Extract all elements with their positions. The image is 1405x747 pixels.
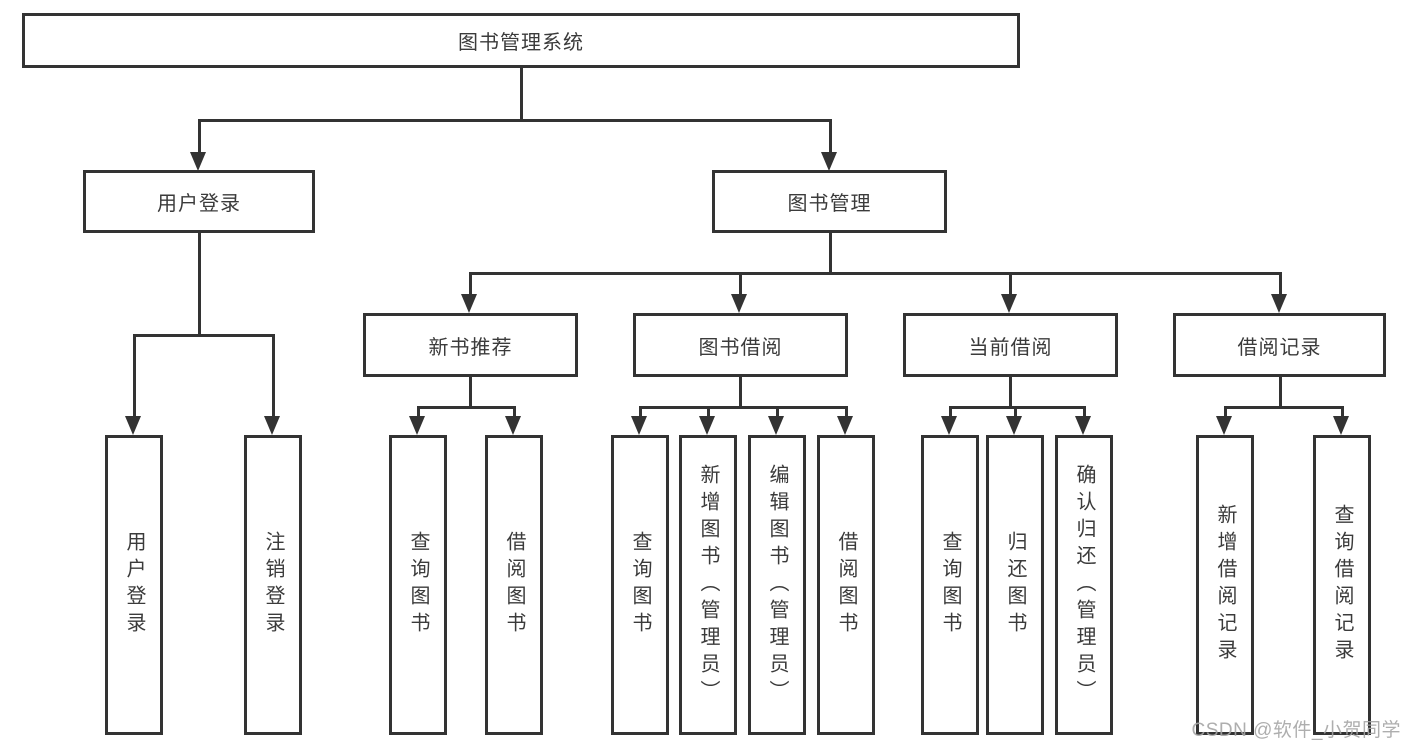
edge-line bbox=[469, 272, 1282, 275]
edge-line bbox=[1083, 406, 1086, 417]
edge-line bbox=[829, 233, 832, 273]
leaf-edit-book-admin: 编辑图书（管理员） bbox=[748, 435, 806, 735]
edge-line bbox=[739, 377, 742, 407]
arrowhead-icon bbox=[1216, 416, 1232, 435]
edge-line bbox=[198, 119, 832, 122]
arrowhead-icon bbox=[699, 416, 715, 435]
edge-line bbox=[520, 68, 523, 120]
edge-line bbox=[198, 233, 201, 335]
node-user-login: 用户登录 bbox=[83, 170, 315, 233]
edge-line bbox=[1014, 406, 1017, 417]
edge-line bbox=[949, 406, 952, 417]
arrowhead-icon bbox=[264, 416, 280, 435]
arrowhead-icon bbox=[1001, 294, 1017, 313]
edge-line bbox=[1341, 406, 1344, 417]
arrowhead-icon bbox=[1271, 294, 1287, 313]
edge-line bbox=[639, 406, 642, 417]
node-book-borrowing: 图书借阅 bbox=[633, 313, 848, 377]
arrowhead-icon bbox=[768, 416, 784, 435]
csdn-watermark: CSDN @软件_小贺同学 bbox=[1191, 720, 1401, 741]
node-current-borrowing: 当前借阅 bbox=[903, 313, 1118, 377]
leaf-query-books-recommend: 查询图书 bbox=[389, 435, 447, 735]
edge-line bbox=[133, 334, 275, 337]
edge-line bbox=[707, 406, 710, 417]
node-borrowing-records: 借阅记录 bbox=[1173, 313, 1386, 377]
arrowhead-icon bbox=[731, 294, 747, 313]
arrowhead-icon bbox=[941, 416, 957, 435]
arrowhead-icon bbox=[409, 416, 425, 435]
leaf-logout-login: 注销登录 bbox=[244, 435, 302, 735]
edge-line bbox=[417, 406, 420, 417]
edge-line bbox=[1279, 377, 1282, 407]
edge-line bbox=[469, 377, 472, 407]
node-book-management: 图书管理 bbox=[712, 170, 947, 233]
arrowhead-icon bbox=[461, 294, 477, 313]
leaf-borrow-books: 借阅图书 bbox=[817, 435, 875, 735]
arrowhead-icon bbox=[1333, 416, 1349, 435]
leaf-add-borrow-record: 新增借阅记录 bbox=[1196, 435, 1254, 735]
edge-line bbox=[513, 406, 516, 417]
leaf-borrow-books-recommend: 借阅图书 bbox=[485, 435, 543, 735]
leaf-query-borrow-record: 查询借阅记录 bbox=[1313, 435, 1371, 735]
arrowhead-icon bbox=[1075, 416, 1091, 435]
arrowhead-icon bbox=[190, 152, 206, 171]
edge-line bbox=[776, 406, 779, 417]
edge-line bbox=[272, 334, 275, 417]
edge-line bbox=[829, 119, 832, 152]
arrowhead-icon bbox=[821, 152, 837, 171]
edge-line bbox=[133, 334, 136, 417]
arrowhead-icon bbox=[1006, 416, 1022, 435]
edge-line bbox=[1009, 377, 1012, 407]
edge-line bbox=[198, 119, 201, 152]
edge-line bbox=[417, 406, 516, 409]
leaf-return-books: 归还图书 bbox=[986, 435, 1044, 735]
edge-line bbox=[949, 406, 1086, 409]
leaf-confirm-return-admin: 确认归还（管理员） bbox=[1055, 435, 1113, 735]
node-book-management-system: 图书管理系统 bbox=[22, 13, 1020, 68]
edge-line bbox=[739, 272, 742, 295]
leaf-query-books-current: 查询图书 bbox=[921, 435, 979, 735]
leaf-add-book-admin: 新增图书（管理员） bbox=[679, 435, 737, 735]
edge-line bbox=[845, 406, 848, 417]
arrowhead-icon bbox=[837, 416, 853, 435]
edge-line bbox=[1224, 406, 1227, 417]
edge-line bbox=[1224, 406, 1344, 409]
leaf-user-login: 用户登录 bbox=[105, 435, 163, 735]
edge-line bbox=[1279, 272, 1282, 295]
arrowhead-icon bbox=[125, 416, 141, 435]
leaf-query-books-borrow: 查询图书 bbox=[611, 435, 669, 735]
edge-line bbox=[1009, 272, 1012, 295]
arrowhead-icon bbox=[505, 416, 521, 435]
edge-line bbox=[639, 406, 848, 409]
edge-line bbox=[469, 272, 472, 295]
node-new-book-recommendation: 新书推荐 bbox=[363, 313, 578, 377]
arrowhead-icon bbox=[631, 416, 647, 435]
